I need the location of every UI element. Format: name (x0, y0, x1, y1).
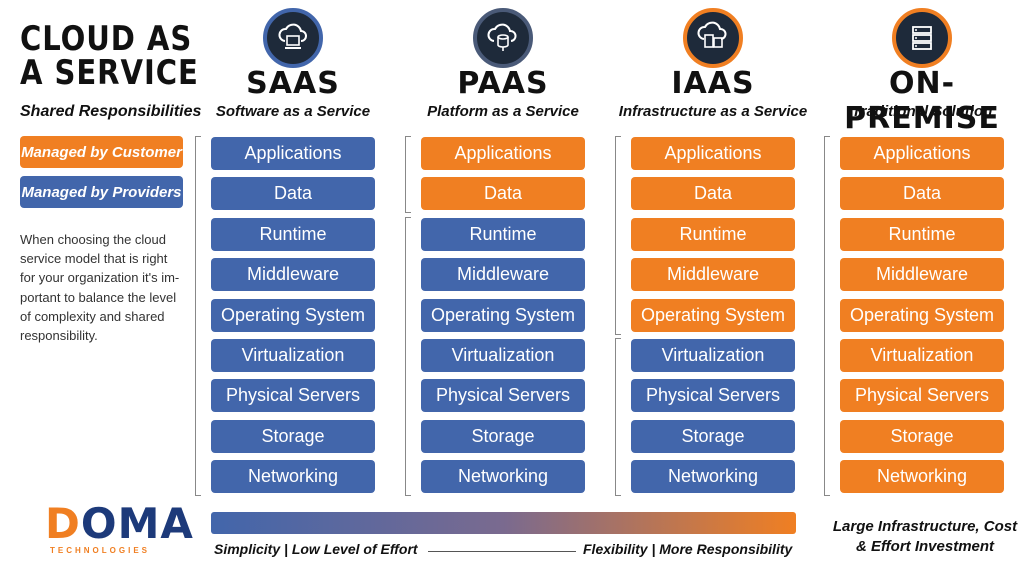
layer-data-paas: Data (421, 177, 585, 211)
layer-networking-on-premise: Networking (840, 460, 1004, 494)
layer-storage-saas: Storage (211, 419, 375, 453)
cloud-computer-icon (263, 8, 323, 68)
layer-virtualization-on-premise: Virtualization (840, 339, 1004, 372)
cloud-database-icon (473, 8, 533, 68)
legend-managed-by-providers: Managed by Providers (20, 176, 183, 208)
layer-physical-servers-paas: Physical Servers (421, 379, 585, 413)
column-title-on-premise: ON-PREMISE (844, 66, 1000, 136)
bracket-provider-paas (405, 216, 411, 497)
bracket-customer-paas (405, 136, 411, 214)
column-subtitle-iaas: Infrastructure as a Service (618, 103, 808, 120)
column-title-iaas: IAAS (671, 66, 755, 101)
bracket-provider-iaas (615, 338, 621, 497)
layer-runtime-paas: Runtime (421, 217, 585, 251)
layer-physical-servers-saas: Physical Servers (211, 379, 375, 413)
layer-middleware-saas: Middleware (211, 258, 375, 292)
layer-runtime-iaas: Runtime (631, 217, 795, 251)
layer-runtime-saas: Runtime (211, 217, 375, 251)
description-text: When choosing the cloud service model th… (20, 232, 180, 344)
layer-applications-saas: Applications (211, 137, 375, 170)
layer-storage-on-premise: Storage (840, 419, 1004, 453)
column-title-saas: SAAS (246, 66, 340, 101)
layer-virtualization-saas: Virtualization (211, 339, 375, 372)
layer-operating-system-iaas: Operating System (631, 298, 795, 332)
bracket-all-saas (195, 136, 201, 497)
layer-networking-paas: Networking (421, 460, 585, 494)
layer-networking-iaas: Networking (631, 460, 795, 494)
layer-operating-system-on-premise: Operating System (840, 298, 1004, 332)
scale-left-label: Simplicity | Low Level of Effort (214, 541, 418, 557)
complexity-gradient-bar (211, 512, 796, 534)
bracket-customer-iaas (615, 136, 621, 335)
page-title: CLOUD AS A SERVICE (20, 19, 199, 93)
column-subtitle-paas: Platform as a Service (427, 103, 579, 120)
layer-operating-system-saas: Operating System (211, 298, 375, 332)
scale-right-label: Flexibility | More Responsibility (583, 541, 793, 557)
layer-virtualization-iaas: Virtualization (631, 339, 795, 372)
layer-applications-paas: Applications (421, 137, 585, 170)
layer-data-iaas: Data (631, 177, 795, 211)
layer-storage-iaas: Storage (631, 419, 795, 453)
layer-data-on-premise: Data (840, 177, 1004, 211)
on-premise-note: Large Infrastructure, Cost & Effort Inve… (832, 518, 1018, 555)
layer-storage-paas: Storage (421, 419, 585, 453)
layer-middleware-on-premise: Middleware (840, 258, 1004, 292)
layer-data-saas: Data (211, 177, 375, 211)
layer-networking-saas: Networking (211, 460, 375, 494)
layer-physical-servers-iaas: Physical Servers (631, 379, 795, 413)
layer-applications-iaas: Applications (631, 137, 795, 170)
doma-logo: DOMA (45, 499, 194, 548)
layer-middleware-iaas: Middleware (631, 258, 795, 292)
layer-middleware-paas: Middleware (421, 258, 585, 292)
legend-managed-by-customer: Managed by Customer (20, 136, 183, 168)
page-subtitle: Shared Responsibilities (20, 103, 202, 120)
layer-runtime-on-premise: Runtime (840, 217, 1004, 251)
layer-virtualization-paas: Virtualization (421, 339, 585, 372)
column-subtitle-saas: Software as a Service (215, 103, 371, 120)
layer-applications-on-premise: Applications (840, 137, 1004, 170)
server-rack-icon (892, 8, 952, 68)
column-title-paas: PAAS (457, 66, 549, 101)
bracket-all-on-premise (824, 136, 830, 497)
column-subtitle-on-premise: Traditional Solution (851, 103, 993, 120)
doma-logo-tagline: TECHNOLOGIES (50, 546, 151, 555)
scale-divider-line (428, 551, 576, 552)
layer-operating-system-paas: Operating System (421, 298, 585, 332)
cloud-servers-icon (683, 8, 743, 68)
layer-physical-servers-on-premise: Physical Servers (840, 379, 1004, 413)
